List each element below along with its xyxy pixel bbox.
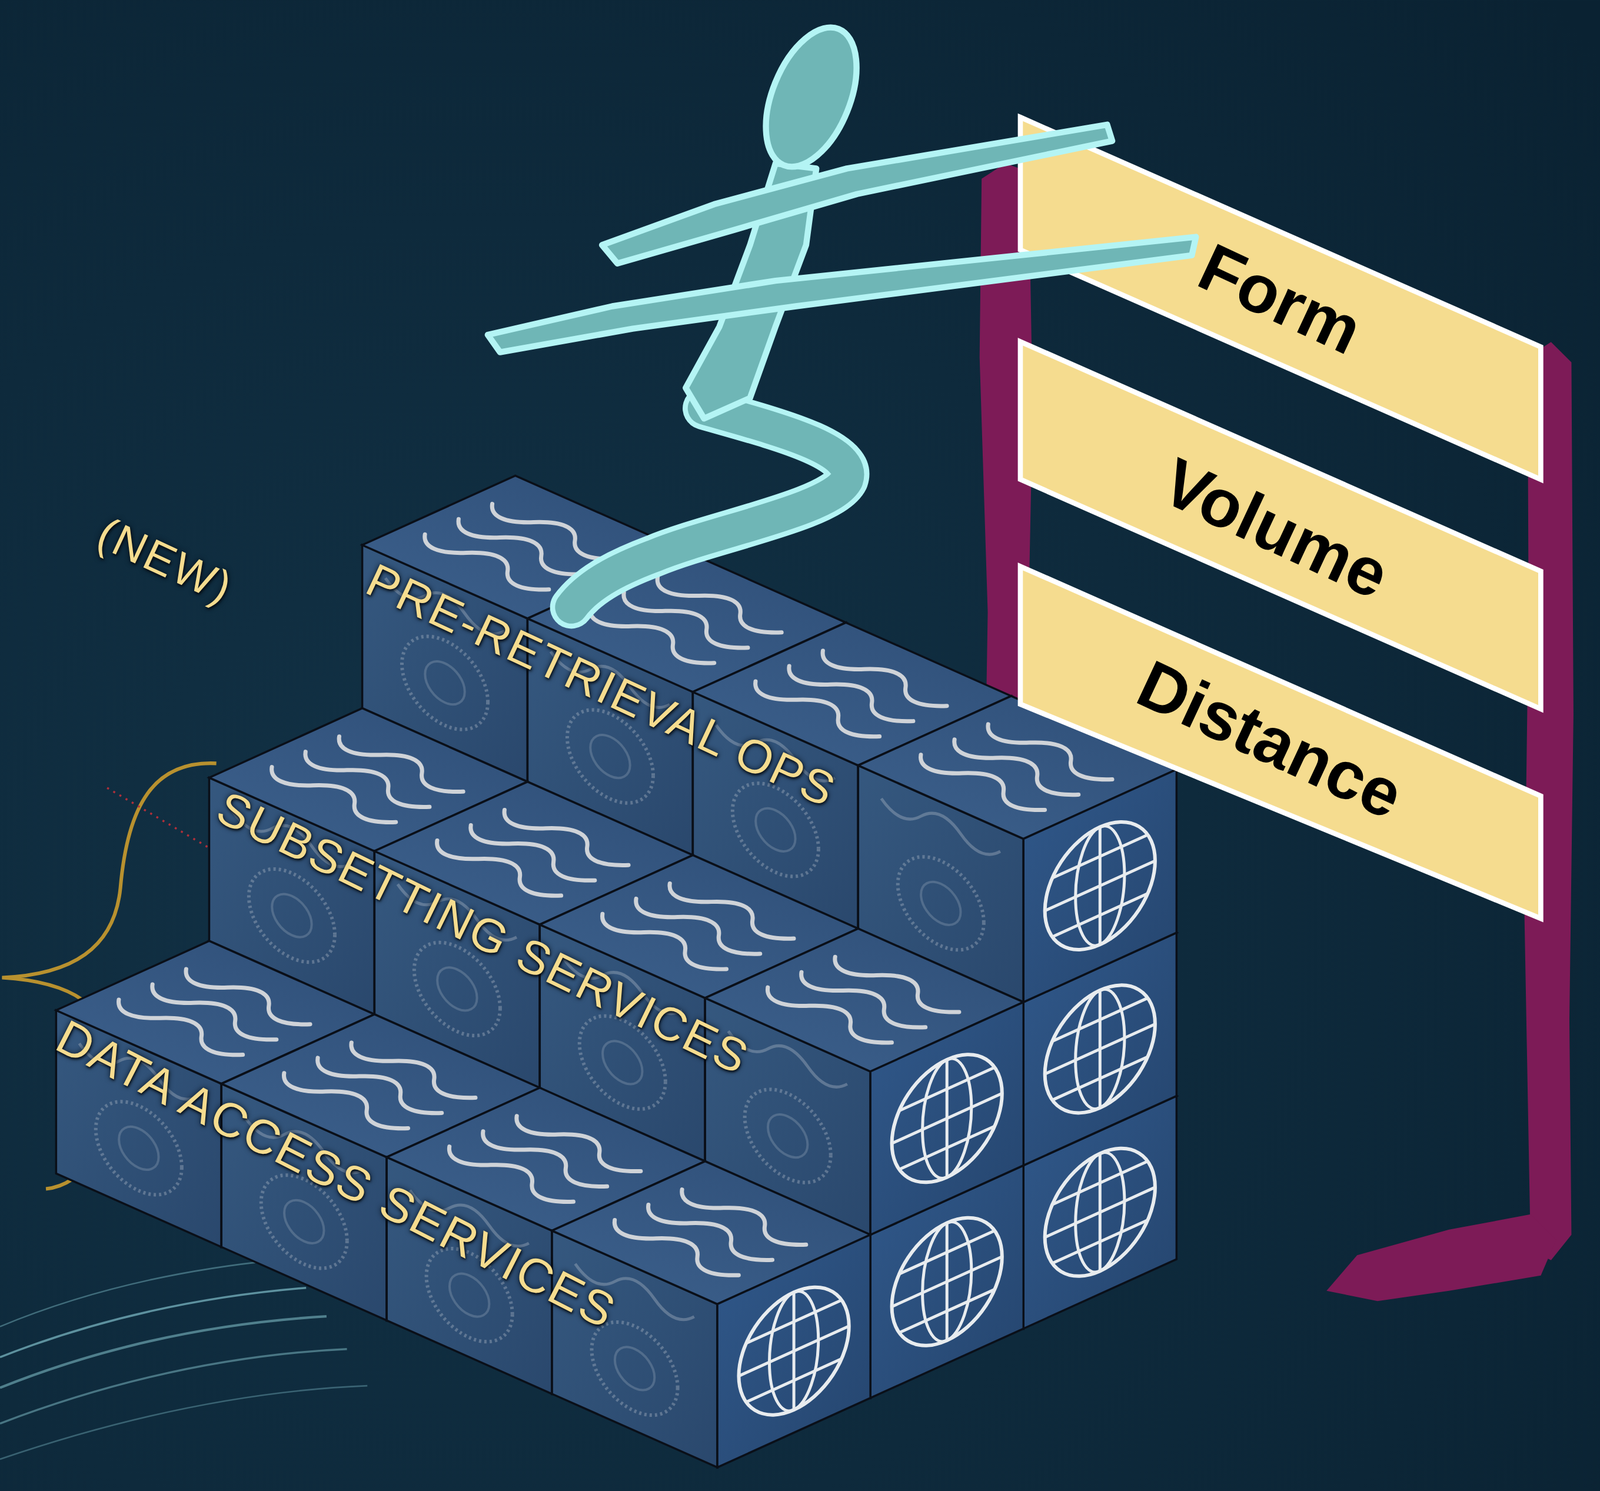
step-label: SUBSETTING SERVICES [210, 783, 757, 1083]
figure-leg-outline [571, 408, 848, 608]
step-label: PRE-RETRIEVAL OPS [359, 556, 843, 816]
figure-leg [571, 408, 848, 608]
figure-head [747, 14, 876, 181]
figure-torso [685, 163, 817, 419]
new-tag: (NEW) [91, 510, 240, 612]
hurdle-foot [1326, 1214, 1556, 1302]
cube-staircase [55, 475, 1177, 1468]
figure-limb [487, 237, 1196, 353]
bar-shape [1020, 566, 1541, 918]
light-streaks [0, 1260, 368, 1460]
figure-arm [601, 124, 1113, 264]
dotted-leader [107, 787, 217, 853]
hurdle-bar: Distance [1020, 561, 1541, 924]
step-label: DATA ACCESS SERVICES [49, 1012, 624, 1337]
